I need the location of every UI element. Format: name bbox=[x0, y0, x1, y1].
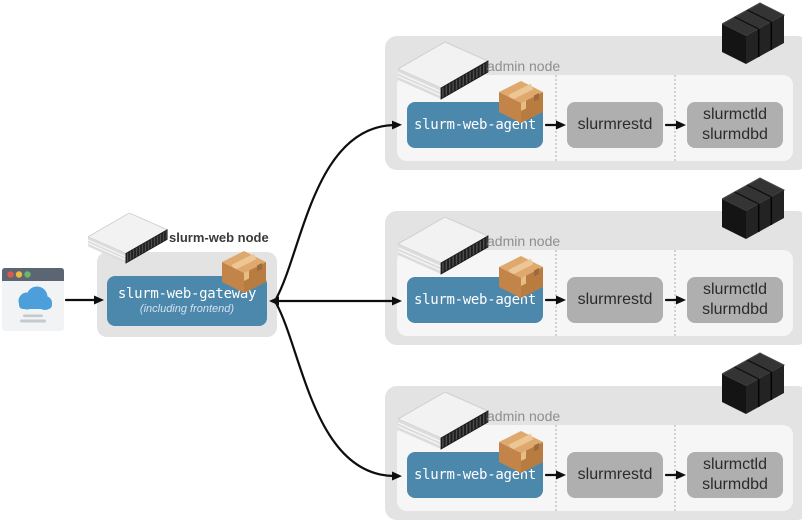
agent-label: slurm-web-agent bbox=[414, 292, 536, 308]
slurmrestd-label: slurmrestd bbox=[577, 291, 653, 308]
server-icon bbox=[398, 217, 490, 275]
rack-icon bbox=[722, 175, 786, 241]
slurmrestd-box: slurmrestd bbox=[567, 102, 663, 148]
agent-label: slurm-web-agent bbox=[414, 117, 536, 133]
admin-node-label: admin node bbox=[487, 233, 561, 249]
package-icon bbox=[498, 80, 544, 124]
gateway-sublabel: (including frontend) bbox=[139, 303, 235, 315]
rack-icon bbox=[722, 350, 786, 416]
server-icon bbox=[398, 42, 490, 100]
browser-icon bbox=[2, 268, 64, 331]
admin-node-container-2: admin node slurm-web-agent slurmrestd sl… bbox=[385, 211, 802, 345]
admin-node-label: admin node bbox=[487, 408, 561, 424]
admin-node-container-3: admin node slurm-web-agent slurmrestd sl… bbox=[385, 386, 802, 520]
gateway-label: slurm-web-gateway bbox=[117, 286, 257, 302]
server-icon bbox=[88, 213, 169, 264]
slurmctld-label: slurmctld bbox=[702, 456, 767, 473]
slurmdbd-label: slurmdbd bbox=[702, 126, 768, 143]
slurm-web-agent-box: slurm-web-agent bbox=[407, 102, 543, 148]
slurm-web-agent-box: slurm-web-agent bbox=[407, 277, 543, 323]
slurmctld-label: slurmctld bbox=[702, 106, 767, 123]
dotted-separator bbox=[555, 75, 557, 161]
slurm-web-node-container: slurm-web node slurm-web-gateway (includ… bbox=[97, 252, 277, 337]
package-icon bbox=[498, 430, 544, 474]
admin-node-label: admin node bbox=[487, 58, 561, 74]
server-icon bbox=[398, 392, 490, 450]
dotted-separator bbox=[674, 75, 676, 161]
slurmrestd-box: slurmrestd bbox=[567, 277, 663, 323]
slurmrestd-label: slurmrestd bbox=[577, 466, 653, 483]
slurm-daemons-box: slurmctld slurmdbd bbox=[687, 452, 783, 498]
dotted-separator bbox=[674, 250, 676, 336]
arrow-gateway-to-agent-3 bbox=[274, 301, 402, 481]
arrow-gateway-to-agent-1 bbox=[274, 120, 402, 301]
slurm-daemons-box: slurmctld slurmdbd bbox=[687, 277, 783, 323]
agent-label: slurm-web-agent bbox=[414, 467, 536, 483]
slurmrestd-label: slurmrestd bbox=[577, 116, 653, 133]
dotted-separator bbox=[674, 425, 676, 511]
slurmctld-label: slurmctld bbox=[702, 281, 767, 298]
dotted-separator bbox=[555, 250, 557, 336]
rack-icon bbox=[722, 0, 786, 66]
slurmdbd-label: slurmdbd bbox=[702, 301, 768, 318]
slurmdbd-label: slurmdbd bbox=[702, 476, 768, 493]
dotted-separator bbox=[555, 425, 557, 511]
slurm-web-node-label: slurm-web node bbox=[169, 230, 269, 245]
slurm-daemons-box: slurmctld slurmdbd bbox=[687, 102, 783, 148]
admin-node-container-1: admin node slurm-web-agent slurmrestd sl… bbox=[385, 36, 802, 170]
slurmrestd-box: slurmrestd bbox=[567, 452, 663, 498]
package-icon bbox=[498, 255, 544, 299]
package-icon bbox=[221, 250, 267, 294]
